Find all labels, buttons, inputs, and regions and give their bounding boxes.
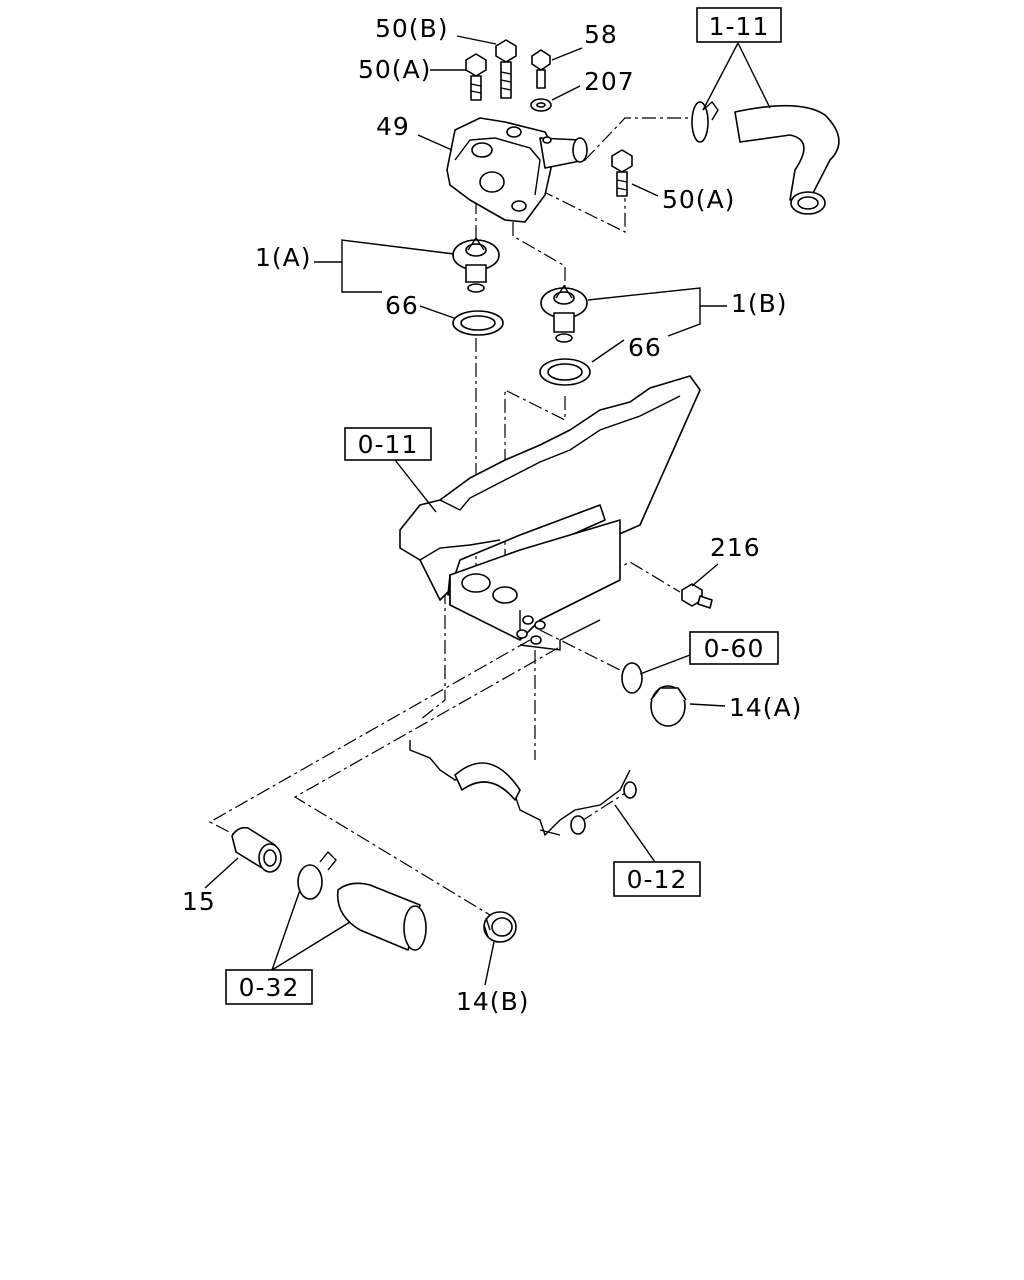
label-14a: 14(A): [729, 693, 802, 722]
ref-text-0-12: 0-12: [627, 865, 688, 894]
ref-text-0-60: 0-60: [704, 634, 765, 663]
thermostat-1b: [540, 284, 588, 343]
hose-clamp-lower: [297, 850, 337, 900]
reference-box-0-11: [344, 427, 432, 461]
bolt-58: [531, 49, 551, 89]
bolt-50b: [495, 39, 517, 99]
bolt-50a-top: [465, 53, 487, 101]
thermostat-housing: [446, 117, 588, 223]
bolt-50a-right: [611, 149, 633, 197]
lower-block-outline: [409, 619, 637, 837]
thermostat-seat-block: [449, 519, 621, 645]
reference-box-0-60: [689, 631, 779, 665]
label-50a-top: 50(A): [358, 55, 431, 84]
label-58: 58: [584, 20, 618, 49]
plug-14a: [650, 685, 687, 727]
label-49: 49: [376, 112, 410, 141]
pipe-15: [231, 826, 282, 873]
label-207: 207: [584, 67, 635, 96]
reference-box-0-32: [225, 969, 313, 1005]
label-1a: 1(A): [255, 243, 312, 272]
sensor-216: [681, 583, 713, 609]
gasket-0-60: [621, 662, 643, 694]
label-66-left: 66: [385, 291, 419, 320]
radiator-hose-upper: [691, 100, 840, 215]
leader-lines: [204, 35, 771, 986]
label-1b: 1(B): [731, 289, 788, 318]
ref-text-0-11: 0-11: [358, 430, 419, 459]
label-66-right: 66: [628, 333, 662, 362]
gasket-66-left: [452, 310, 504, 336]
label-50a-right: 50(A): [662, 185, 735, 214]
label-50b: 50(B): [375, 14, 448, 43]
label-14b: 14(B): [456, 987, 529, 1016]
plug-14b: [483, 911, 517, 943]
label-15: 15: [182, 887, 216, 916]
reference-box-0-12: [613, 861, 701, 897]
label-216: 216: [710, 533, 761, 562]
ref-text-1-11: 1-11: [709, 12, 770, 41]
thermostat-1a: [452, 236, 500, 293]
gasket-66-right: [539, 358, 591, 386]
washer-207: [530, 98, 552, 112]
hose-lower: [336, 882, 427, 951]
ref-text-0-32: 0-32: [239, 973, 300, 1002]
reference-box-1-11: [696, 7, 782, 43]
